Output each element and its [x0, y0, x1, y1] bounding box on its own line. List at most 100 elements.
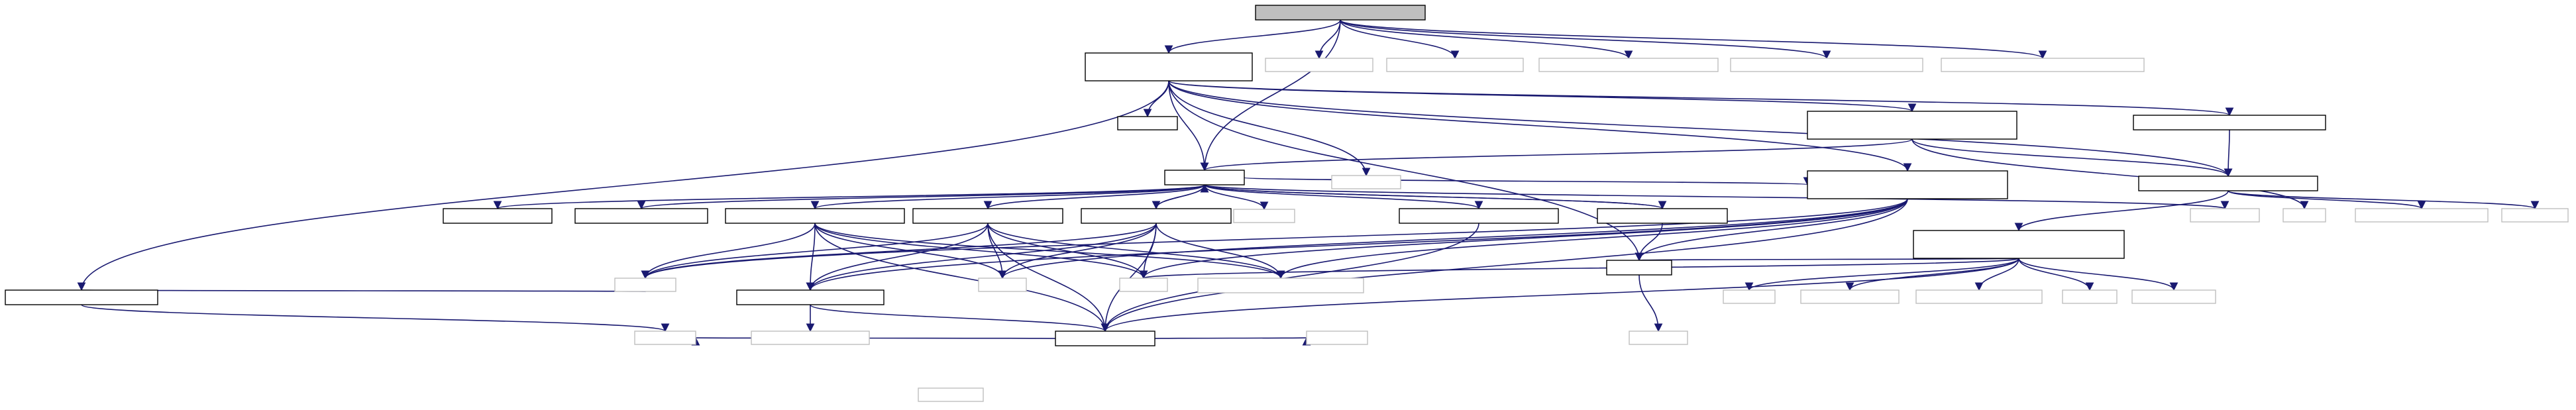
edge-n0-n12	[1200, 19, 1341, 172]
graph-node-box	[1538, 58, 1719, 72]
graph-node-box	[918, 387, 984, 402]
edge-n1-n12	[1168, 80, 1209, 172]
graph-node-box	[2501, 208, 2569, 223]
edge-n19-n37	[1100, 223, 1157, 333]
graph-node-n4	[1538, 58, 1719, 72]
graph-node-n46	[1629, 331, 1688, 345]
graph-node-box	[751, 331, 870, 345]
graph-node-n21[interactable]	[1597, 208, 1728, 224]
graph-node-box	[2062, 289, 2118, 304]
edge-n27-n46	[1638, 274, 1663, 333]
graph-node-n42	[2062, 289, 2118, 304]
graph-node-box	[2282, 208, 2326, 223]
edge-n0-n3	[1340, 19, 1460, 60]
graph-node-n14[interactable]	[443, 208, 553, 224]
edge-n17-n36	[806, 223, 989, 291]
edge-n30-n25	[1140, 258, 2019, 280]
graph-node-n30[interactable]	[1913, 230, 2125, 259]
edge-n1-n41	[77, 80, 1169, 291]
edge-n1-n11	[1168, 80, 1371, 177]
graph-node-box	[1730, 58, 1923, 72]
edge-n21-n12	[1201, 183, 1663, 209]
graph-node-n36[interactable]	[736, 289, 885, 305]
graph-node-n28	[2282, 208, 2326, 223]
edge-n41-n23	[81, 283, 646, 292]
edge-n19-n26	[1155, 223, 1285, 280]
graph-node-box	[634, 331, 696, 345]
graph-node-n40	[1915, 289, 2043, 304]
edge-n16-n36	[806, 223, 816, 291]
edge-n13-n26	[1276, 198, 1908, 280]
edge-layer	[77, 19, 2540, 347]
graph-node-n41[interactable]	[5, 289, 158, 305]
graph-node-n17[interactable]	[912, 208, 1063, 224]
graph-node-n19[interactable]	[1081, 208, 1232, 224]
graph-node-box	[2133, 115, 2326, 130]
edge-n1-n13	[1168, 80, 1912, 172]
edge-n17-n26	[987, 223, 1285, 280]
graph-node-n3	[1386, 58, 1524, 72]
graph-node-box	[1800, 289, 1900, 304]
graph-node-n5	[1730, 58, 1923, 72]
graph-node-box	[2190, 208, 2260, 223]
graph-node-box	[574, 208, 708, 224]
edge-n12-n16	[810, 184, 1205, 210]
graph-node-n15[interactable]	[574, 208, 708, 224]
graph-node-n0[interactable]	[1255, 5, 1426, 21]
edge-n19-n23	[641, 223, 1157, 280]
edge-n16-n23	[641, 223, 816, 280]
graph-node-n12[interactable]	[1164, 170, 1245, 185]
edge-n19-n24	[998, 223, 1157, 280]
edge-n19-n36	[806, 223, 1157, 291]
edge-n13-n23	[641, 198, 1908, 280]
edge-n0-n6	[1340, 19, 2047, 60]
graph-node-n43	[2131, 289, 2216, 304]
edge-n17-n37	[987, 223, 1110, 333]
node-layer	[5, 5, 2569, 402]
graph-node-n23	[614, 278, 676, 292]
edge-n12-n22	[1204, 184, 2229, 210]
graph-node-box	[1306, 331, 1368, 345]
graph-node-n44	[751, 331, 870, 345]
graph-node-n31	[2355, 208, 2489, 223]
graph-node-n13[interactable]	[1807, 170, 2008, 199]
graph-node-n11	[1331, 175, 1401, 189]
edge-n13-n24	[998, 198, 1908, 280]
graph-node-box	[1055, 331, 1155, 346]
edge-n13-n37	[1100, 198, 1908, 333]
graph-node-box	[1399, 208, 1559, 224]
edge-n16-n37	[814, 223, 1110, 333]
edge-n1-n9	[1168, 80, 2233, 117]
edge-n8-n12	[1201, 138, 1913, 172]
graph-node-box	[1117, 116, 1178, 130]
graph-node-n22	[2190, 208, 2260, 223]
graph-node-n37[interactable]	[1055, 331, 1155, 346]
graph-node-n10[interactable]	[2138, 176, 2318, 191]
graph-node-box	[978, 278, 1027, 292]
graph-node-n45	[634, 331, 696, 345]
graph-node-n9[interactable]	[2133, 115, 2326, 130]
graph-node-n7[interactable]	[1117, 116, 1178, 130]
graph-node-box	[5, 289, 158, 305]
edge-n8-n10	[1911, 138, 2233, 178]
edge-n36-n37	[810, 304, 1110, 333]
graph-node-n16[interactable]	[725, 208, 905, 224]
graph-node-box	[1941, 58, 2145, 72]
graph-node-n1[interactable]	[1085, 52, 1253, 81]
edge-n20-n37	[1100, 223, 1479, 333]
graph-node-box	[1164, 170, 1245, 185]
graph-node-box	[912, 208, 1063, 224]
graph-node-n20[interactable]	[1399, 208, 1559, 224]
graph-node-box	[725, 208, 905, 224]
edge-n10-n31	[2227, 190, 2426, 210]
graph-node-n48	[918, 387, 984, 402]
graph-node-box	[1255, 5, 1426, 21]
edge-n13-n36	[806, 198, 1908, 291]
graph-node-n27[interactable]	[1606, 260, 1672, 276]
graph-node-box	[1807, 170, 2008, 199]
edge-n13-n27	[1635, 198, 1908, 262]
graph-node-n32	[2501, 208, 2569, 223]
graph-node-n8[interactable]	[1807, 111, 2017, 140]
edge-n16-n26	[814, 223, 1285, 280]
